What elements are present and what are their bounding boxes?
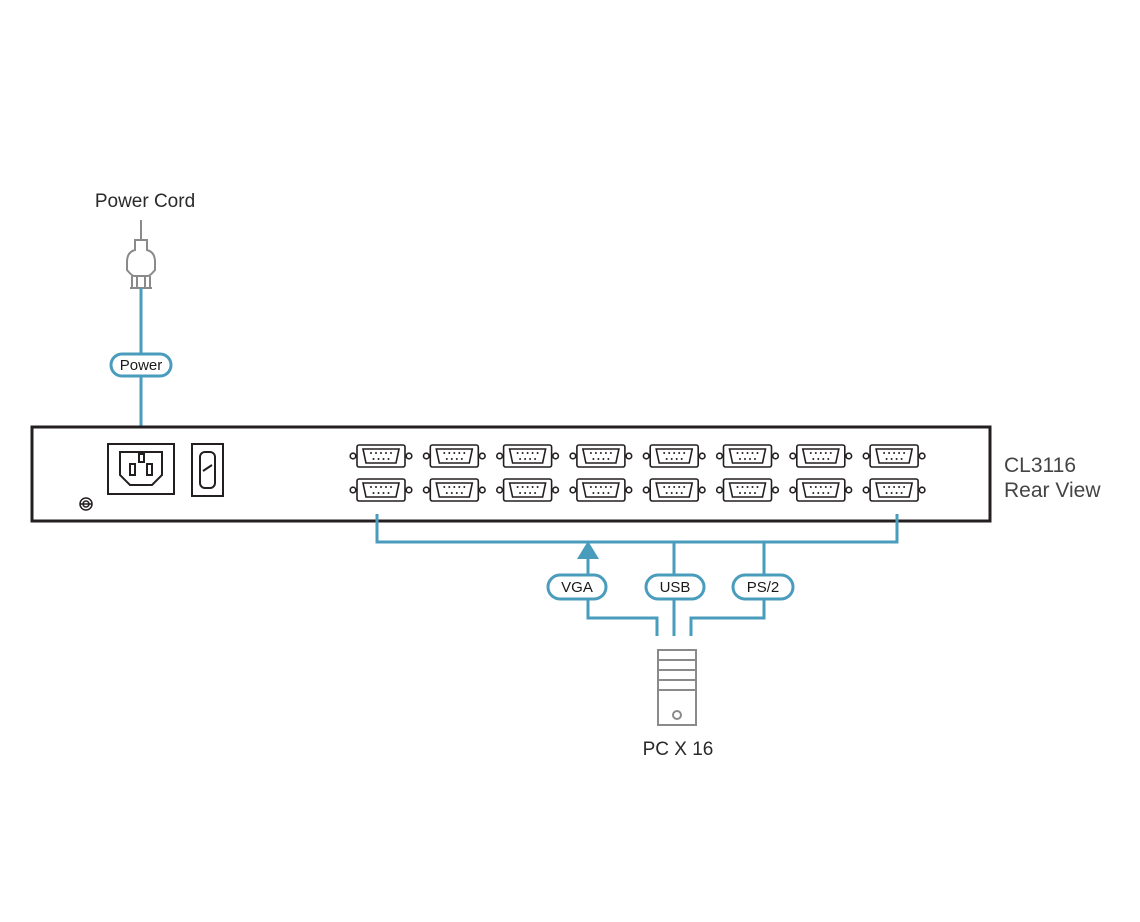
vga-port-icon (642, 444, 706, 468)
vga-port-icon (642, 478, 706, 502)
device-view: Rear View (1004, 479, 1101, 502)
vga-port-icon (789, 478, 853, 502)
vga-port-icon (715, 478, 780, 502)
vga-port-icon (422, 478, 486, 502)
vga-pill-label: VGA (561, 579, 593, 596)
vga-port-icon (862, 444, 926, 468)
power-switch-icon (191, 443, 224, 497)
vga-port-icon (496, 444, 560, 468)
port-bracket (375, 514, 899, 544)
arrow-up-icon (577, 541, 599, 559)
vga-port-icon (569, 444, 633, 468)
vga-port-icon (862, 478, 926, 502)
power-cord-label: Power Cord (95, 191, 195, 212)
power-socket-icon (107, 443, 175, 495)
device-model: CL3116 (1004, 454, 1076, 477)
vga-port-icon (715, 444, 780, 468)
ps2-pill (731, 573, 795, 601)
pc-label: PC X 16 (643, 739, 714, 760)
vga-port-icon (349, 444, 413, 468)
power-plug-icon (126, 220, 156, 289)
power-pill-label: Power (120, 357, 163, 374)
vga-port-icon (789, 444, 853, 468)
vga-pill (546, 573, 608, 601)
kvm-rear-panel (30, 425, 992, 523)
vga-port-icon (349, 478, 413, 502)
vga-port-icon (496, 478, 560, 502)
ground-screw-icon (79, 497, 93, 511)
pc-tower-icon (657, 649, 697, 726)
vga-port-icon (569, 478, 633, 502)
ps2-pill-label: PS/2 (747, 579, 780, 596)
vga-port-icon (422, 444, 486, 468)
usb-pill (644, 573, 706, 601)
power-pill (109, 352, 173, 378)
usb-pill-label: USB (660, 579, 691, 596)
vga-port-array (349, 444, 926, 502)
